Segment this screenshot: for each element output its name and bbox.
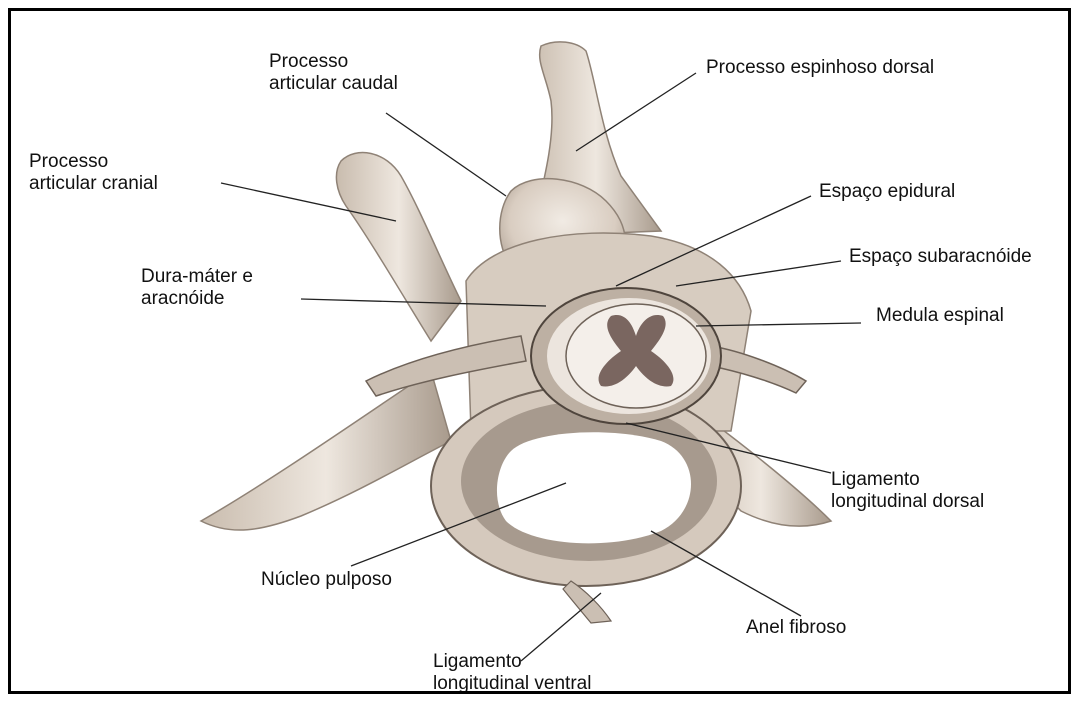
label-ligamento-longitudinal-ventral: Ligamento longitudinal ventral xyxy=(433,651,591,694)
label-processo-articular-cranial: Processo articular cranial xyxy=(29,151,158,195)
nucleus-pulposus xyxy=(497,432,691,543)
ventral-ligament-shape xyxy=(563,581,611,623)
label-espaco-subaracnoide: Espaço subaracnóide xyxy=(849,246,1032,268)
label-processo-articular-caudal: Processo articular caudal xyxy=(269,51,398,95)
label-nucleo-pulposo: Núcleo pulposo xyxy=(261,569,392,591)
vertebra-illustration xyxy=(11,11,1071,694)
label-anel-fibroso: Anel fibroso xyxy=(746,617,846,639)
label-medula-espinal: Medula espinal xyxy=(876,305,1004,327)
label-dura-mater-aracnoide: Dura-máter e aracnóide xyxy=(141,266,253,310)
cranial-articular-process xyxy=(336,153,461,341)
transverse-process-left xyxy=(201,371,451,530)
diagram-frame: Processo articular caudal Processo espin… xyxy=(8,8,1071,694)
leader-anel-fibroso xyxy=(651,531,801,616)
label-espaco-epidural: Espaço epidural xyxy=(819,181,955,203)
label-ligamento-longitudinal-dorsal: Ligamento longitudinal dorsal xyxy=(831,469,984,513)
label-processo-espinhoso-dorsal: Processo espinhoso dorsal xyxy=(706,57,934,79)
